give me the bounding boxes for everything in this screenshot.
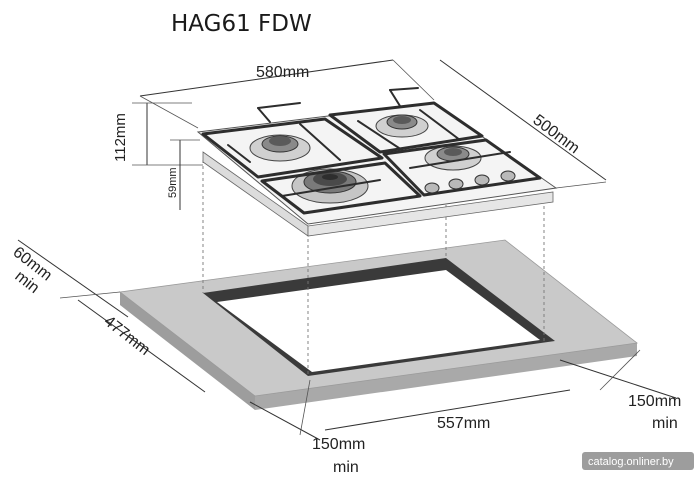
gas-hob: [196, 87, 558, 237]
watermark: catalog.onliner.by: [582, 452, 694, 470]
burner-rear-right: [375, 114, 429, 138]
burner-rear-left: [249, 134, 311, 162]
cutout-width-label: 557mm: [437, 415, 490, 432]
countertop-left-face: [120, 292, 255, 410]
cutout-opening: [217, 270, 540, 372]
countertop: [118, 239, 638, 410]
dimension-lines: [17, 59, 677, 441]
pan-supports: [201, 87, 542, 215]
front-clearance-label: 150mm: [312, 436, 365, 453]
height-total-label: 112mm: [112, 113, 129, 162]
burner-front-left-wok: [291, 168, 369, 204]
control-knobs: [424, 170, 516, 194]
model-title: HAG61 FDW: [171, 11, 312, 37]
front-clearance-unit: min: [333, 459, 359, 476]
right-clearance-unit: min: [652, 415, 678, 432]
height-body-label: 59mm: [167, 167, 179, 198]
right-clearance-label: 150mm: [628, 393, 681, 410]
countertop-front-face: [255, 343, 637, 410]
width-label: 580mm: [256, 64, 309, 81]
watermark-text: catalog.onliner.by: [588, 456, 674, 468]
depth-label: 500mm: [530, 112, 583, 158]
